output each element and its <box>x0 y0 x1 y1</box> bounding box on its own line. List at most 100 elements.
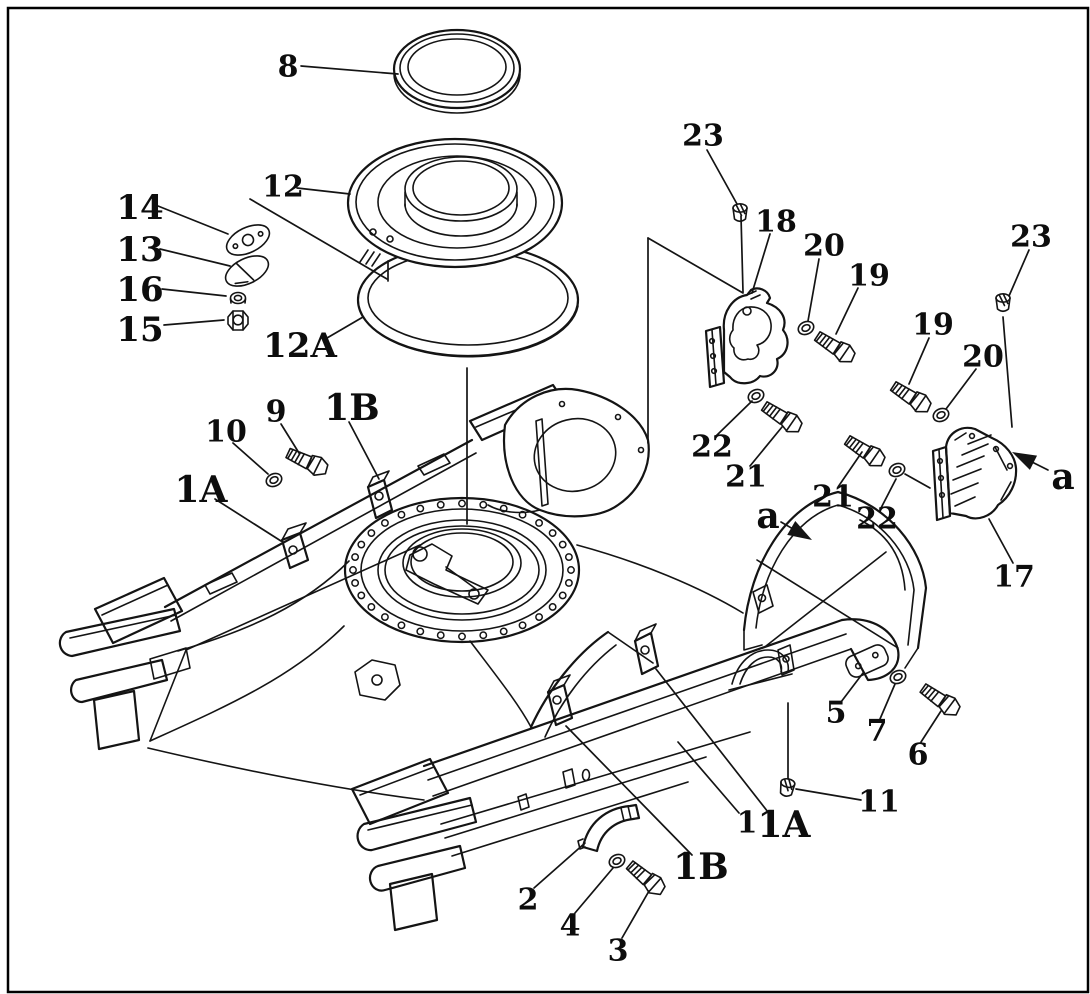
callout-18: 18 <box>755 205 797 240</box>
leader-21-right <box>837 451 863 488</box>
leader-9 <box>280 423 300 454</box>
leader-6 <box>920 710 942 743</box>
callout-1A-top: 1A <box>175 469 229 511</box>
callout-1: 1 <box>737 806 758 841</box>
leader-1A-top <box>214 498 282 542</box>
leader-5 <box>840 672 864 703</box>
callout-20-right: 20 <box>962 340 1004 375</box>
callout-15: 15 <box>116 310 163 350</box>
swing-circle-hole <box>380 519 389 527</box>
callout-12: 12 <box>262 170 304 205</box>
hatch-marks <box>359 249 381 267</box>
callout-1B-top: 1B <box>324 387 379 429</box>
bracket-1a-bottom <box>633 623 660 676</box>
callout-13: 13 <box>116 230 163 270</box>
view-arrow-head-a-left <box>787 521 812 540</box>
swing-circle-hole <box>548 602 557 611</box>
callout-2: 2 <box>518 883 539 918</box>
cover-18 <box>704 287 789 389</box>
leader-20-right <box>945 368 977 410</box>
nut-16 <box>229 291 247 305</box>
callout-3: 3 <box>608 934 629 969</box>
bolt-9 <box>283 443 332 480</box>
indicator-line-2 <box>647 237 744 294</box>
swing-circle-hole <box>397 621 406 630</box>
cover-17 <box>931 426 1018 522</box>
leader-8 <box>300 65 399 75</box>
washer-22-left <box>745 386 767 406</box>
callout-14: 14 <box>116 188 163 228</box>
leader-21-left <box>749 426 783 467</box>
leader-12A <box>326 316 364 339</box>
swing-circle-hole <box>558 591 567 600</box>
seal-holder-ring-12 <box>346 137 564 269</box>
leader-3 <box>621 890 650 939</box>
view-label-a-right: a <box>1051 456 1074 498</box>
view-arrows: aa <box>756 452 1075 540</box>
callout-12A: 12A <box>263 326 337 366</box>
callout-8: 8 <box>278 50 299 85</box>
indicator-line-4 <box>249 198 388 280</box>
swing-circle-hole <box>416 504 425 513</box>
view-label-a-left: a <box>756 495 779 537</box>
cover-ring-8 <box>392 28 522 114</box>
leader-1B-top <box>348 421 380 480</box>
callout-19-right: 19 <box>912 308 954 343</box>
washer-22-right <box>886 460 908 480</box>
plate-5 <box>845 644 889 678</box>
leader-14 <box>157 205 229 235</box>
washer-20-left <box>795 318 817 338</box>
leader-23-right <box>1008 249 1030 297</box>
swing-circle-hole <box>558 540 567 549</box>
leader-1B-bottom <box>565 725 693 856</box>
view-arrow-head-a-right <box>1012 452 1038 470</box>
bolt-21-right <box>841 430 890 472</box>
bracket-1b-bottom <box>546 674 574 727</box>
callout-22-right: 22 <box>856 502 898 537</box>
idler-arch <box>742 490 928 669</box>
callout-1B-bottom: 1B <box>673 846 728 888</box>
swing-circle-hole <box>564 553 573 561</box>
swing-circle-hole <box>499 627 508 636</box>
motor-mount <box>468 383 650 518</box>
leader-2 <box>533 842 586 889</box>
leader-18 <box>751 233 771 294</box>
swing-circle-hole <box>351 579 360 587</box>
leader-17 <box>988 518 1014 564</box>
indicator-line-0 <box>740 215 744 293</box>
leader-13 <box>159 248 231 267</box>
swivel-joint <box>405 543 489 605</box>
leader-10 <box>232 442 269 475</box>
swing-circle-hole <box>436 631 445 640</box>
plate-13 <box>224 255 270 287</box>
callout-1A-bottom: 1A <box>758 804 812 846</box>
swing-circle-hole <box>416 627 425 636</box>
callout-21-left: 21 <box>725 460 767 495</box>
leader-19-right <box>908 337 930 385</box>
swing-circle-hole <box>479 631 488 640</box>
leader-16 <box>161 288 227 297</box>
swing-circle-hole <box>436 500 445 509</box>
swing-circle-hole <box>357 540 366 549</box>
swing-circle-hole <box>349 566 357 574</box>
bolt-3 <box>623 856 670 900</box>
swing-circle-hole <box>357 591 366 600</box>
callout-21-right: 21 <box>812 480 854 515</box>
leader-22-right <box>880 478 897 509</box>
nut-15 <box>227 310 249 331</box>
swing-circle-hole <box>499 504 508 513</box>
washer-20-right <box>930 405 952 425</box>
leader-22-left <box>715 400 753 437</box>
leader-12 <box>296 187 351 195</box>
leader-lines <box>157 65 1030 939</box>
callout-23-right: 23 <box>1010 220 1052 255</box>
plate-14 <box>225 224 271 256</box>
track-frame <box>58 383 928 932</box>
swing-circle-hole <box>564 579 573 587</box>
swing-circle-hole <box>367 529 376 538</box>
callout-5: 5 <box>826 696 847 731</box>
swing-circle-hole <box>535 519 544 527</box>
